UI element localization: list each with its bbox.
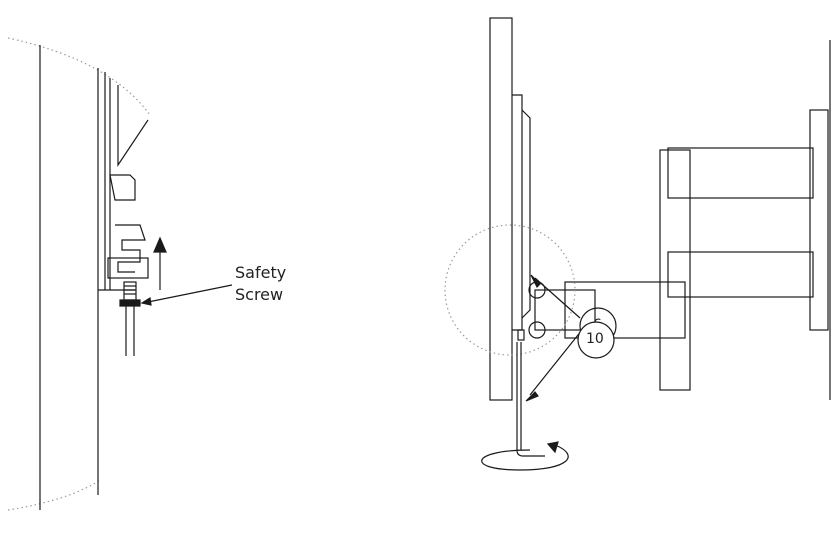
bracket-body [117, 85, 149, 167]
allen-key-bend [516, 449, 545, 457]
up-arrow-head [153, 236, 167, 253]
screw-thread [123, 281, 137, 301]
safety-screw-leader [147, 284, 233, 303]
arm-lower [667, 251, 814, 298]
bracket-upper [109, 174, 136, 201]
detail-boundary [7, 37, 151, 116]
callout-6-leader [534, 277, 581, 319]
arm-upper [667, 147, 814, 199]
detail-boundary-bottom [7, 479, 101, 511]
detail-circle [444, 224, 576, 356]
rotation-arrow [481, 444, 569, 471]
arm-link [659, 149, 691, 391]
bottom-screw [517, 329, 525, 341]
wall-plate [809, 109, 829, 331]
bracket-hook [115, 224, 146, 273]
safety-screw-label-line1: Safety [235, 263, 287, 282]
callout-10-text: 10 [586, 331, 604, 347]
bracket-plate [107, 257, 149, 279]
callout-10-leader [529, 329, 583, 396]
safety-screw-label-line2: Screw [235, 285, 284, 304]
arm-segment-2 [564, 281, 686, 339]
pivot-bottom [528, 321, 546, 339]
detail-view [7, 37, 233, 511]
main-view [444, 17, 831, 471]
tv-plate [512, 94, 523, 331]
tv-panel [489, 17, 513, 401]
